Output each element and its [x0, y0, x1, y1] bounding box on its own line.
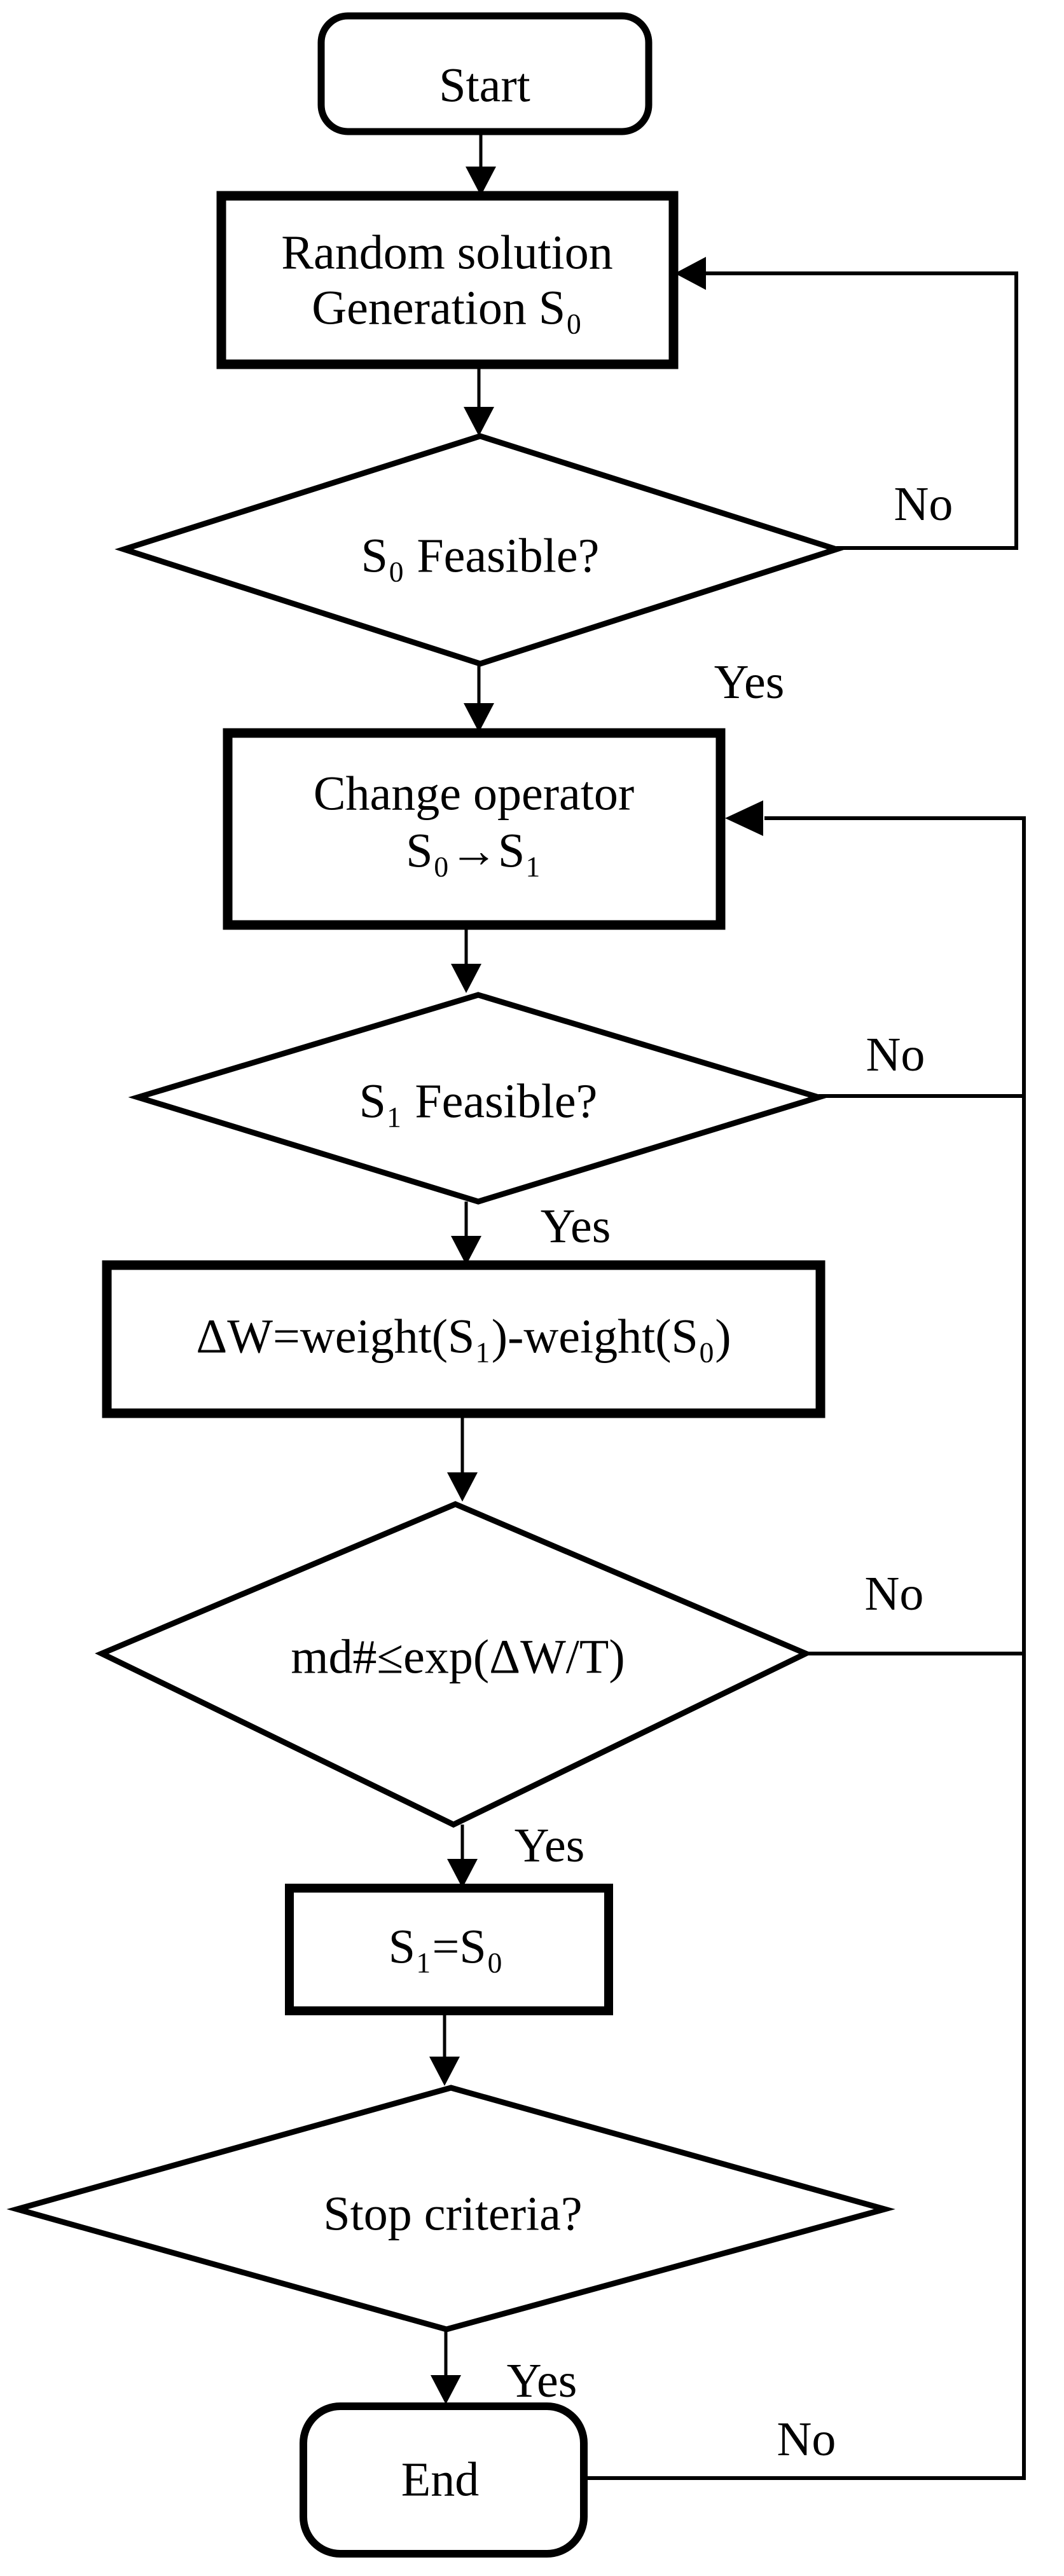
- edge-s0-no-loop-line: [703, 271, 1018, 550]
- node-delta-weight-label: ΔW=weight(S₁)-weight(S₀): [196, 1310, 731, 1363]
- node-change-operator-process: [223, 728, 726, 930]
- edge-return-loop-arrowhead-icon: [725, 800, 763, 836]
- node-end-terminator: [300, 2402, 588, 2558]
- node-metropolis-label: md#≤exp(ΔW/T): [291, 1630, 625, 1683]
- node-start-terminator: [317, 12, 653, 135]
- edge-stop-yes-arrowhead-icon: [431, 2375, 461, 2404]
- edge-assign-stop-arrowhead-icon: [429, 2057, 460, 2086]
- node-s1-feasible-label: S₁ Feasible?: [359, 1074, 598, 1128]
- edge-label-s1-no: No: [866, 1028, 925, 1081]
- node-s0-feasible-decision: [114, 433, 846, 667]
- edge-s0-yes-arrowhead-icon: [464, 703, 494, 732]
- edge-s0-no-arrowhead-icon: [675, 257, 706, 290]
- edge-metropolis-yes-arrowhead-icon: [447, 1859, 478, 1888]
- edge-s1-yes-arrowhead-icon: [451, 1236, 481, 1265]
- edge-start-random-arrowhead-icon: [466, 167, 496, 196]
- edge-label-s1-yes: Yes: [541, 1200, 611, 1253]
- node-s0-feasible-label: S₀ Feasible?: [361, 529, 600, 582]
- node-random-solution-process: [216, 191, 679, 369]
- edge-return-loop-line: [584, 816, 1026, 2480]
- edge-label-metropolis-yes: Yes: [515, 1819, 585, 1872]
- edge-random-s0feasible-arrowhead-icon: [464, 407, 494, 436]
- edge-label-stop-no: No: [777, 2413, 836, 2466]
- edge-label-stop-yes: Yes: [507, 2354, 577, 2408]
- edge-label-s0-no: No: [894, 477, 953, 531]
- node-metropolis-decision: [95, 1501, 813, 1828]
- node-stop-criteria-decision: [6, 2085, 895, 2333]
- edge-label-metropolis-no: No: [865, 1567, 924, 1620]
- edge-label-s0-yes: Yes: [714, 655, 785, 709]
- node-s1-feasible-decision: [128, 992, 829, 1205]
- node-start-label: Start: [439, 58, 530, 112]
- node-random-solution-label-line2: Generation S₀: [312, 281, 582, 334]
- node-random-solution-label-line1: Random solution: [281, 226, 612, 279]
- node-delta-weight-process: [102, 1260, 826, 1418]
- node-change-operator-label-line2: S₀→S₁: [406, 824, 542, 877]
- node-assign-process: [285, 1884, 613, 2015]
- edge-deltaw-metropolis-arrowhead-icon: [447, 1472, 478, 1502]
- node-change-operator-label-line1: Change operator: [314, 767, 634, 820]
- edge-change-s1feasible-arrowhead-icon: [451, 964, 481, 993]
- node-stop-criteria-label: Stop criteria?: [323, 2187, 582, 2240]
- node-assign-label: S₁=S₀: [389, 1920, 503, 1973]
- node-end-label: End: [401, 2453, 479, 2506]
